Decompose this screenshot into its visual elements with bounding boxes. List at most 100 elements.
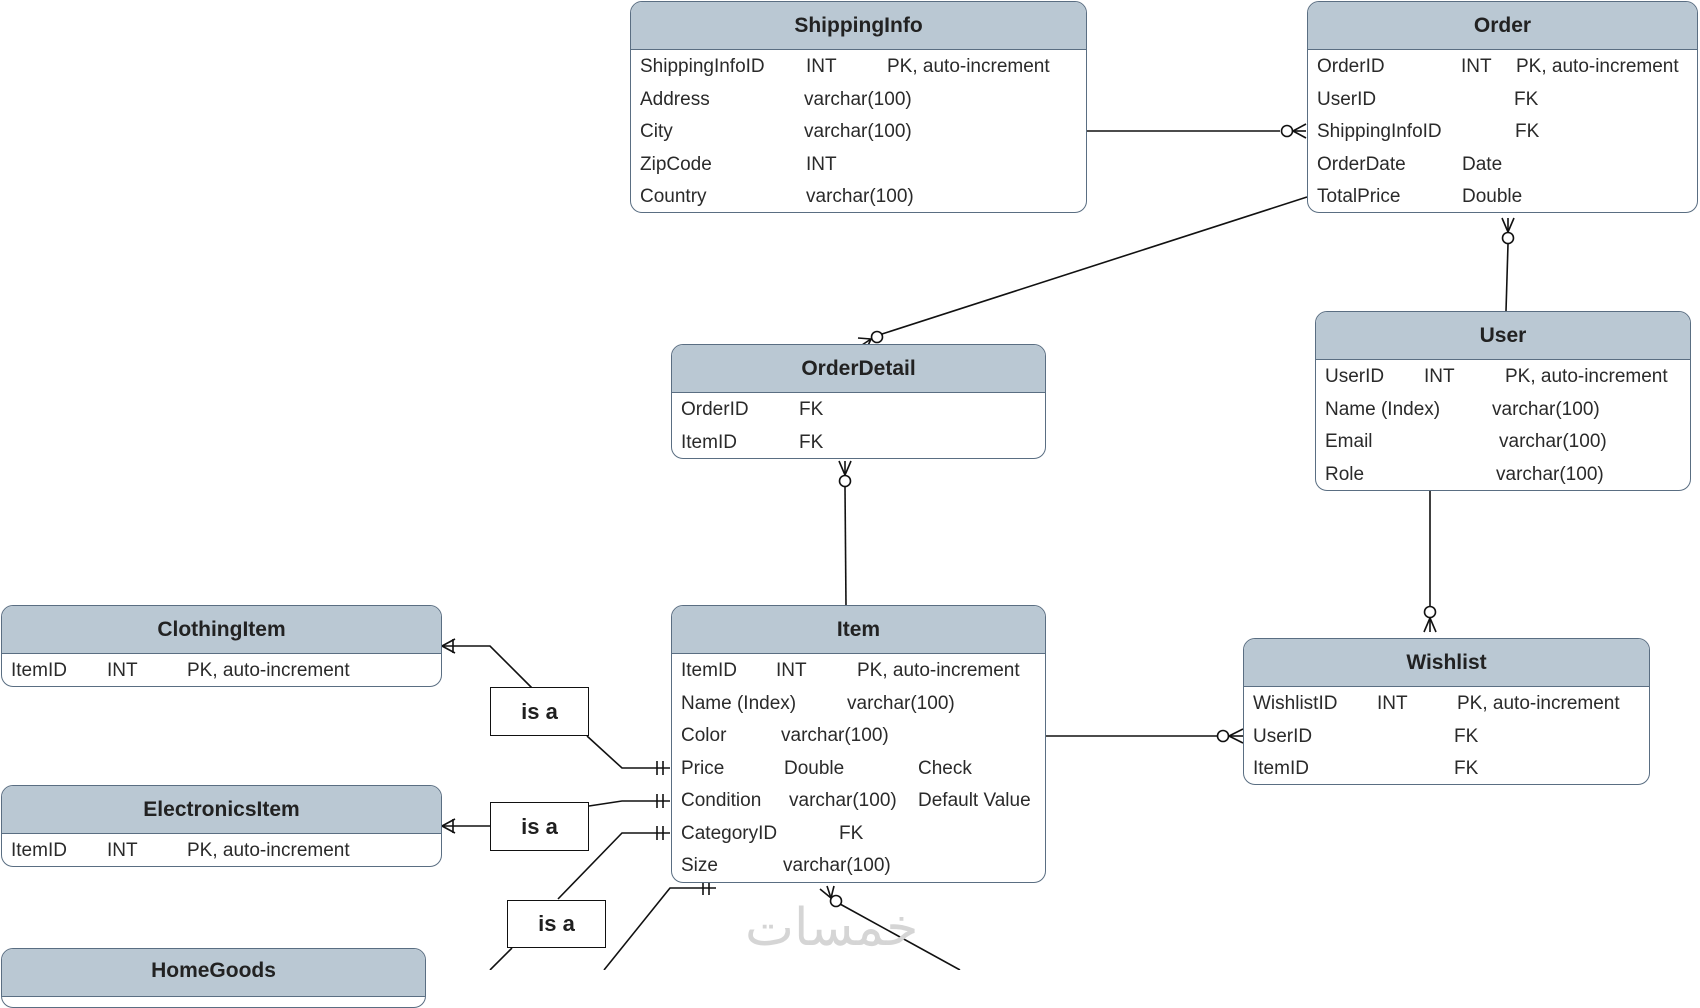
attribute-constraint: Default Value [918,790,1031,811]
one-many-clothing [441,638,456,654]
attribute-name: Address [640,88,710,110]
attribute-row: UserID FK [1244,720,1649,753]
attribute-name: WishlistID [1253,693,1338,714]
attribute-type: varchar(100) [806,186,914,207]
attribute-name: ItemID [1253,758,1309,779]
crowfoot-zero-many-order-bottom [1501,217,1515,245]
crowfoot-zero-many-wishlist-top [1423,605,1437,633]
connector-orderdetail-item [844,486,847,607]
attribute-name: Color [681,725,727,746]
isa-relationship-homegoods[interactable]: is a [507,900,606,948]
one-many-electronics [441,818,456,834]
one-one-item-bottom [702,881,710,895]
attribute-name: ShippingInfoID [1317,121,1442,142]
one-one-item-price [656,761,664,775]
entity-clothingitem[interactable]: ClothingItem ItemID INT PK, auto-increme… [1,605,442,687]
attribute-name: CategoryID [681,822,778,844]
attribute-row: Country varchar(100) [631,180,1086,212]
attribute-type: INT [806,56,837,77]
attribute-row: ItemID INT PK, auto-increment [2,654,441,686]
relationship-connectors [441,123,1515,970]
attribute-type: varchar(100) [804,121,912,142]
attribute-row: OrderID FK [672,393,1045,426]
attribute-type: INT [107,660,138,681]
entity-homegoods-title: HomeGoods [2,949,425,997]
crowfoot-zero-many-orderdetail-bottom [838,460,852,488]
attribute-name: Email [1325,431,1373,452]
crowfoot-zero-many-order-shipping [1280,123,1307,139]
connector-order-orderdetail [881,196,1308,335]
attribute-row: UserID INT PK, auto-increment [1316,360,1690,393]
entity-order[interactable]: Order OrderID INT PK, auto-increment Use… [1307,1,1698,213]
watermark-logo: خمسات [745,898,919,958]
attribute-type: varchar(100) [1492,398,1600,420]
attribute-row: City varchar(100) [631,115,1086,148]
entity-homegoods[interactable]: HomeGoods [1,948,426,1008]
attribute-type: INT [806,153,837,175]
connector-isa-item-category [557,832,670,900]
attribute-constraint: Check [918,757,972,779]
entity-wishlist-title: Wishlist [1244,639,1649,687]
attribute-name: OrderDate [1317,153,1406,175]
attribute-type: Date [1462,153,1503,175]
entity-item-title: Item [672,606,1045,654]
entity-shippinginfo[interactable]: ShippingInfo ShippingInfoID INT PK, auto… [630,1,1087,213]
attribute-type: varchar(100) [789,790,897,811]
attribute-type: varchar(100) [783,855,891,876]
attribute-name: Role [1325,463,1365,485]
attribute-constraint: FK [1454,758,1479,779]
isa-relationship-electronics[interactable]: is a [490,802,589,851]
isa-relationship-clothing[interactable]: is a [490,687,589,736]
attribute-constraint: PK, auto-increment [187,840,350,861]
attribute-type: Double [784,757,845,779]
attribute-name: ShippingInfoID [640,56,765,77]
attribute-type: Double [1462,186,1523,207]
attribute-name: Name (Index) [681,692,797,714]
attribute-name: Country [640,186,707,207]
attribute-row: Name (Index) varchar(100) [1316,393,1690,426]
attribute-constraint: PK, auto-increment [1457,693,1620,714]
connector-isa-item-condition [588,800,670,807]
attribute-name: ItemID [11,840,67,861]
attribute-constraint: FK [1454,725,1479,747]
attribute-name: Size [681,855,718,876]
attribute-name: Condition [681,790,762,811]
attribute-row: ItemID FK [672,426,1045,459]
attribute-row: ZipCode INT [631,148,1086,181]
attribute-row: OrderID INT PK, auto-increment [1308,50,1697,83]
attribute-constraint: PK, auto-increment [1505,366,1668,387]
attribute-name: Price [681,757,725,779]
attribute-name: City [640,121,673,142]
attribute-row: ItemID FK [1244,752,1649,784]
attribute-constraint: PK, auto-increment [857,660,1020,681]
attribute-row: Color varchar(100) [672,719,1045,752]
attribute-type: INT [107,840,138,861]
attribute-row: ItemID INT PK, auto-increment [2,834,441,866]
attribute-constraint: FK [1514,88,1539,110]
entity-user-title: User [1316,312,1690,360]
attribute-name: OrderID [1317,56,1385,77]
attribute-row: Role varchar(100) [1316,458,1690,491]
entity-electronicsitem[interactable]: ElectronicsItem ItemID INT PK, auto-incr… [1,785,442,867]
attribute-row: UserID FK [1308,83,1697,116]
attribute-type: INT [1377,693,1408,714]
attribute-row: ShippingInfoID FK [1308,115,1697,148]
entity-item[interactable]: Item ItemID INT PK, auto-increment Name … [671,605,1046,883]
connector-order-user [1505,243,1509,312]
attribute-type: FK [799,399,824,420]
attribute-name: Name (Index) [1325,398,1441,420]
attribute-type: varchar(100) [804,88,912,110]
entity-wishlist[interactable]: Wishlist WishlistID INT PK, auto-increme… [1243,638,1650,785]
crowfoot-zero-many-item-bottom [819,885,843,908]
attribute-type: INT [776,660,807,681]
attribute-name: ItemID [11,660,67,681]
attribute-name: UserID [1325,366,1385,387]
attribute-type: varchar(100) [1496,463,1604,485]
one-one-item-category [656,826,664,840]
entity-user[interactable]: User UserID INT PK, auto-increment Name … [1315,311,1691,491]
entity-orderdetail[interactable]: OrderDetail OrderID FK ItemID FK [671,344,1046,459]
attribute-type: FK [799,431,824,453]
attribute-name: OrderID [681,399,749,420]
attribute-row: Condition varchar(100) Default Value [672,784,1045,817]
